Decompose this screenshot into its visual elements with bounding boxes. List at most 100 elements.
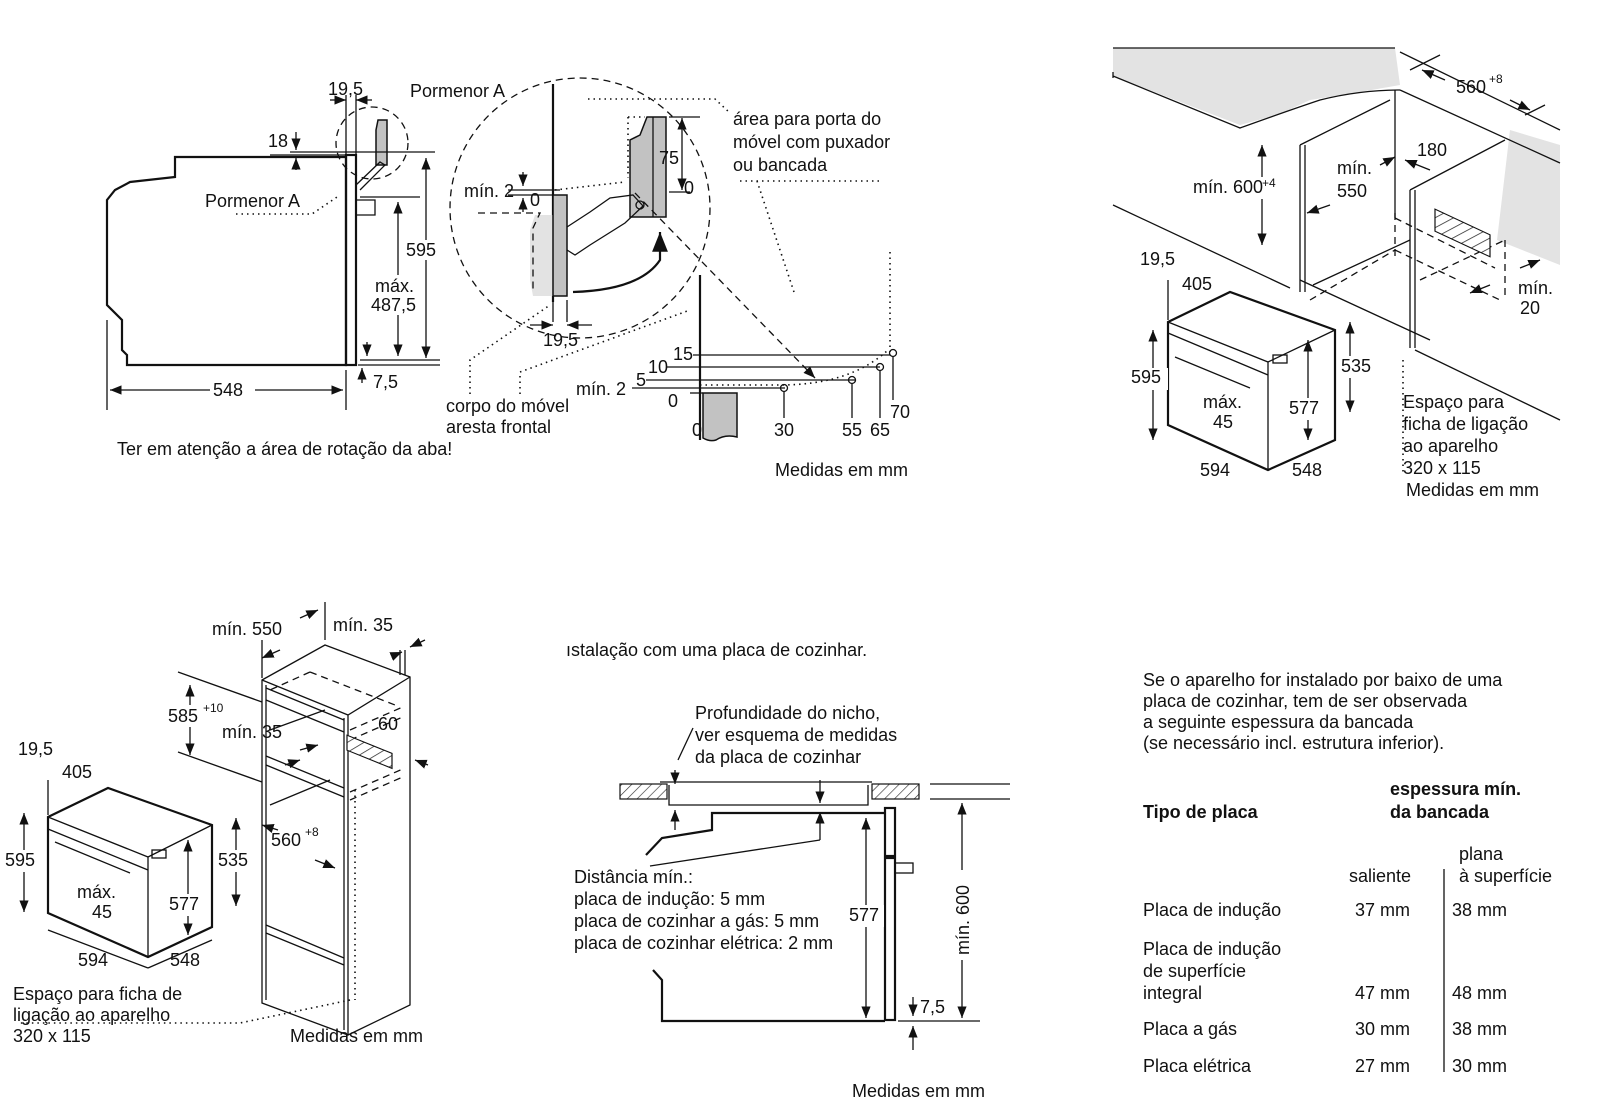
plug-note-line1: Espaço para [1403,392,1505,412]
plug-space-hatch-tall [346,734,393,770]
table-header-thickness-1: espessura mín. [1390,779,1521,799]
oven-dim-595: 595 [1131,367,1161,387]
tall-oven-dim-max: máx. [77,882,116,902]
dim-487-5: 487,5 [371,295,416,315]
table-intro-line1: Se o aparelho for instalado por baixo de… [1143,670,1503,690]
oven-dim-577: 577 [1289,398,1319,418]
area-note-line1: área para porta do [733,109,881,129]
tall-oven-dim-548: 548 [170,950,200,970]
countertop-right [871,783,920,800]
body-note-line1: corpo do móvel [446,396,569,416]
oven-dim-535: 535 [1341,356,1371,376]
panel-tall-unit: mín. 550 mín. 35 585 +10 mín. 35 60 560 … [4,602,429,1046]
tall-oven-dim-19-5: 19,5 [18,739,53,759]
dim-min-550-2: 550 [1337,181,1367,201]
hinge-arm [355,161,387,191]
table-header-thickness-2: da bancada [1390,802,1490,822]
row-protruding: 27 mm [1355,1056,1410,1076]
graph-y-10: 10 [648,357,668,377]
graph-x-55: 55 [842,420,862,440]
tall-oven-dim-595: 595 [5,850,35,870]
niche-note-line2: ver esquema de medidas [695,725,897,745]
tall-oven-dim-577: 577 [169,894,199,914]
row-type-line1: Placa de indução [1143,939,1281,959]
dim-min-600: mín. 600 [1193,177,1263,197]
body-note-line2: aresta frontal [446,417,551,437]
row-flush: 38 mm [1452,900,1507,920]
distance-note-line3: placa de cozinhar a gás: 5 mm [574,911,819,931]
panel-detail-a: Pormenor A 75 0 mín. 2 0 19,5 área para … [410,77,910,480]
oven-dim-548: 548 [1292,460,1322,480]
subheader-protruding: saliente [1349,866,1411,886]
oven-door-panel [552,194,568,297]
tall-cabinet [20,644,411,1036]
dim-180: 180 [1417,140,1447,160]
dim-595: 595 [406,240,436,260]
panel-side-view: 19,5 18 Pormenor A 595 máx. 487,5 7,5 54… [105,79,452,459]
oven-dim-19-5: 19,5 [1140,249,1175,269]
cabinet-door-detail [375,119,388,166]
dim-548: 548 [213,380,243,400]
graph-x-70: 70 [890,402,910,422]
graph-y-5: 5 [636,370,646,390]
detail-a-title: Pormenor A [410,81,505,101]
dim-18: 18 [268,131,288,151]
graph-x-65: 65 [870,420,890,440]
tall-plug-note-line1: Espaço para ficha de [13,984,182,1004]
dim-19-5-detail: 19,5 [543,330,578,350]
table-intro-line4: (se necessário incl. estrutura inferior)… [1143,733,1444,753]
dim-max-label: máx. [375,276,414,296]
area-note-line3: ou bancada [733,155,828,175]
row-protruding: 30 mm [1355,1019,1410,1039]
oven-handle [356,199,376,216]
row-flush: 38 mm [1452,1019,1507,1039]
oven-iso-top-right [1166,290,1337,472]
oven-iso-bottom-left [46,786,214,959]
row-type: Placa elétrica [1143,1056,1252,1076]
row-type: Placa a gás [1143,1019,1237,1039]
units-note-under-counter: Medidas em mm [1406,480,1539,500]
panel-table: Se o aparelho for instalado por baixo de… [1143,670,1552,1076]
table-row: Placa elétrica 27 mm 30 mm [1143,1056,1507,1076]
table-intro-line2: placa de cozinhar, tem de ser observada [1143,691,1468,711]
area-note-line2: móvel com puxador [733,132,890,152]
subheader-flush-1: plana [1459,844,1504,864]
distance-note-line1: Distância mín.: [574,867,693,887]
dim-min-550-1: mín. [1337,158,1372,178]
dim-min-20-2: 20 [1520,298,1540,318]
dim-560-tol: +8 [1489,72,1503,86]
hinge-hand [566,194,644,256]
detail-a-ref-label: Pormenor A [205,191,300,211]
plug-space-hatch [1434,208,1491,258]
graph-y-0: 0 [668,391,678,411]
niche-note-line3: da placa de cozinhar [695,747,861,767]
dim-min-35-top: mín. 35 [333,615,393,635]
dim-min-550: mín. 550 [212,619,282,639]
units-note-detail: Medidas em mm [775,460,908,480]
dim-7-5: 7,5 [373,372,398,392]
dim-0-top: 0 [684,178,694,198]
subheader-flush-2: à superfície [1459,866,1552,886]
dim-min-20-1: mín. [1518,278,1553,298]
plug-note-line3: ao aparelho [1403,436,1498,456]
cabinet-body-section [702,392,738,442]
panel-hob: ıstalação com uma placa de cozinhar. Pro… [566,640,1010,1101]
oven-dim-45: 45 [1213,412,1233,432]
dim-560-tall-tol: +8 [305,825,319,839]
row-protruding: 37 mm [1355,900,1410,920]
dim-min-2: mín. 2 [464,181,514,201]
table-row: Placa de indução 37 mm 38 mm [1143,900,1507,920]
table-header-type: Tipo de placa [1143,802,1259,822]
hob-dim-577: 577 [849,905,879,925]
dim-585: 585 [168,706,198,726]
detail-a-circle [335,106,409,180]
table-intro-line3: a seguinte espessura da bancada [1143,712,1414,732]
hob-dim-min-600: mín. 600 [953,885,973,955]
row-type: Placa de indução [1143,900,1281,920]
units-note-hob: Medidas em mm [852,1081,985,1101]
cabinet-door-panel [629,116,667,218]
countertop-left [619,783,668,800]
dim-min-600-tol: +4 [1262,176,1276,190]
row-flush: 48 mm [1452,983,1507,1003]
